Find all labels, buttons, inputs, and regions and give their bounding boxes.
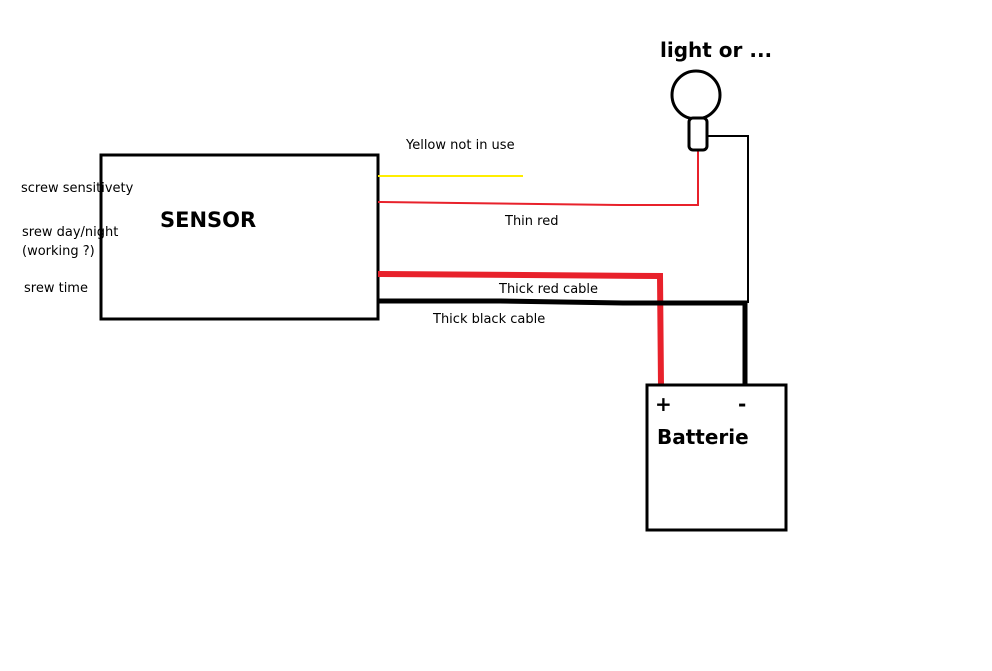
sensor-label: SENSOR [160,208,256,232]
screw-sensitivity-label: screw sensitivety [21,181,134,196]
battery-minus-terminal: - [738,392,746,416]
thick-red-cable-label: Thick red cable [498,282,598,297]
sensor-box [99,153,380,321]
thin-red-wire-label: Thin red [504,214,558,229]
thin-black-wire [707,135,749,303]
light-label: light or ... [660,38,772,62]
battery-label: Batterie [657,425,749,449]
light-bulb-icon [670,69,722,121]
light-bulb-socket [687,116,709,152]
battery-plus-terminal: + [655,392,672,416]
screw-daynight-label: srew day/night [22,225,118,240]
thick-black-cable-label: Thick black cable [432,312,545,327]
thin-red-wire [377,149,699,206]
screw-daynight-note: (working ?) [22,244,95,259]
screw-time-label: srew time [24,281,88,296]
battery-box [645,383,788,532]
yellow-wire-label: Yellow not in use [405,138,515,153]
thick-red-cable [377,271,664,387]
thick-black-cable [378,298,748,386]
